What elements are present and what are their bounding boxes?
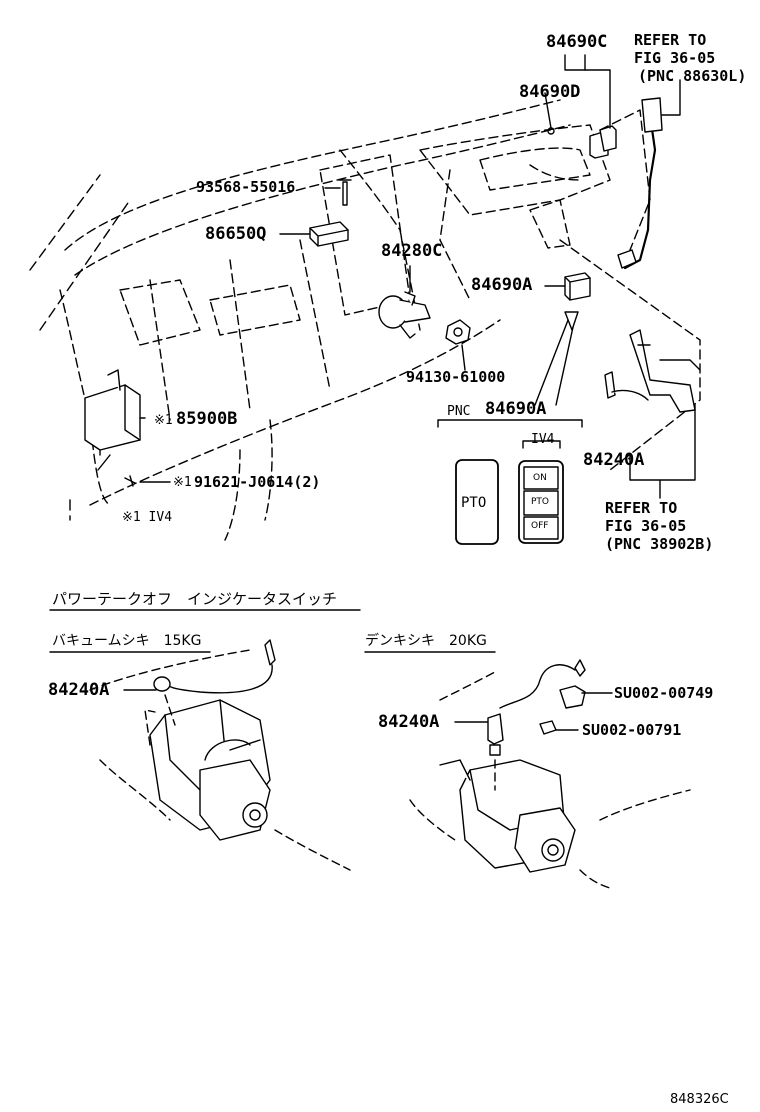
switch-on-text: ON bbox=[533, 473, 547, 483]
refer-note-1-line1: REFER TO bbox=[634, 31, 707, 49]
pnc-84690A[interactable]: 84690A bbox=[485, 399, 547, 419]
switch-pto-text: PTO bbox=[461, 495, 487, 511]
figure-id: 848326C bbox=[670, 1092, 729, 1107]
section-title: パワーテークオフ インジケータスイッチ bbox=[52, 590, 338, 608]
part-85900B[interactable]: 85900B bbox=[176, 409, 238, 429]
fuse-box bbox=[84, 369, 141, 471]
vacuum-type-assembly bbox=[149, 639, 276, 841]
refer-note-2-line3[interactable]: (PNC 38902B) bbox=[605, 535, 714, 553]
vacuum-type-title: バキュームシキ 15KG bbox=[52, 633, 202, 649]
note-mark-85900B: ※1 bbox=[154, 413, 173, 428]
variant-iv4-label: IV4 bbox=[531, 432, 555, 447]
refer-note-2-line1: REFER TO bbox=[605, 499, 678, 517]
note-iv4: ※1 IV4 bbox=[122, 510, 173, 525]
part-84690C[interactable]: 84690C bbox=[546, 32, 608, 52]
switch-pto-small-text: PTO bbox=[531, 497, 550, 507]
part-86650Q[interactable]: 86650Q bbox=[205, 224, 267, 244]
electric-type-title: デンキシキ 20KG bbox=[365, 633, 487, 649]
pto-switch-large bbox=[455, 459, 499, 545]
part-SU002-00749[interactable]: SU002-00749 bbox=[614, 684, 714, 702]
pnc-prefix: PNC bbox=[447, 404, 471, 419]
part-94130-61000[interactable]: 94130-61000 bbox=[406, 368, 506, 386]
part-84240A-right[interactable]: 84240A bbox=[583, 450, 645, 470]
part-SU002-00791[interactable]: SU002-00791 bbox=[582, 721, 682, 739]
refer-note-1-line3[interactable]: (PNC 88630L) bbox=[638, 67, 747, 85]
switch-off-text: OFF bbox=[531, 521, 549, 531]
refer-note-2-line2: FIG 36-05 bbox=[605, 517, 687, 535]
part-93568-55016[interactable]: 93568-55016 bbox=[196, 178, 296, 196]
part-84240A-left[interactable]: 84240A bbox=[48, 680, 110, 700]
part-91621-J0614[interactable]: 91621-J0614(2) bbox=[194, 473, 321, 491]
part-84240A-mid[interactable]: 84240A bbox=[378, 712, 440, 732]
refer-note-1-line2: FIG 36-05 bbox=[634, 49, 716, 67]
dashboard-outline bbox=[59, 99, 701, 541]
note-mark-91621: ※1 bbox=[173, 475, 192, 490]
part-84280C[interactable]: 84280C bbox=[381, 241, 443, 261]
part-84690A[interactable]: 84690A bbox=[471, 275, 533, 295]
electric-type-assembly bbox=[439, 659, 586, 873]
part-84690D[interactable]: 84690D bbox=[519, 82, 581, 102]
